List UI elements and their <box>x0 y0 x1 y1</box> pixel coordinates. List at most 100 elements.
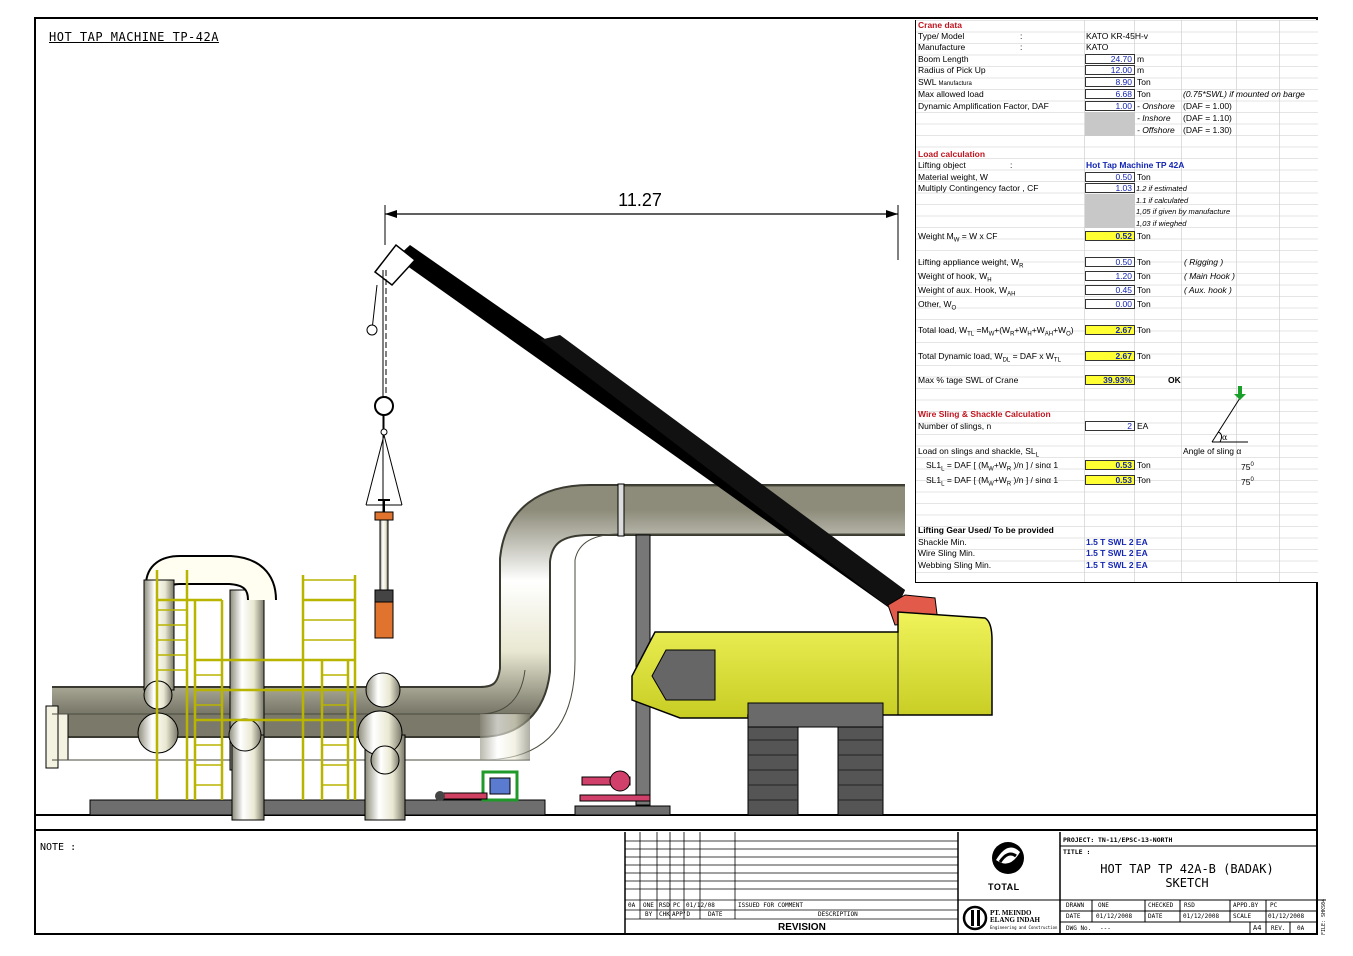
unit-ton: Ton <box>1137 351 1151 361</box>
sl2-eq3: )/n ] / sin <box>1011 475 1047 485</box>
wr-sub: R <box>1019 263 1024 270</box>
swl-label: SWL Manufactura <box>918 77 972 90</box>
daf-shaded-cell <box>1085 112 1135 136</box>
sling-angle-alpha: α <box>1222 433 1228 442</box>
sl1-sub: L <box>941 466 945 473</box>
unit-ea: EA <box>1137 421 1149 431</box>
sling-angle-sketch: α <box>1211 386 1248 443</box>
project-value: TN-11/EPSC-13-NORTH <box>1098 836 1173 844</box>
tl-eq9: +W <box>1053 325 1067 335</box>
wo-label: Other, WO <box>918 299 956 315</box>
skid-base <box>89 799 546 816</box>
total-load-label: Total load, WTL =MW+(WR+WH+WAH+WO) <box>918 325 1074 341</box>
cf-option-3: 1,05 if given by manufacture <box>1136 207 1231 216</box>
drawn-date: 01/12/2008 <box>1096 913 1133 920</box>
webbing-sling-value: 1.5 T SWL 2 EA <box>1086 560 1148 570</box>
wo-sub: O <box>951 305 957 312</box>
rev-row-date: 01/12/08 <box>686 902 715 909</box>
drawing-title: HOT TAP MACHINE TP-42A <box>49 30 219 44</box>
unit-ton: Ton <box>1137 460 1151 470</box>
unit-ton: Ton <box>1137 285 1151 295</box>
wr-note: ( Rigging ) <box>1184 257 1224 267</box>
cf-option-2: 1.1 if calculated <box>1136 196 1189 205</box>
deg-2: 0 <box>1250 477 1254 483</box>
dynamic-load-value: 2.67 <box>1085 351 1135 361</box>
title-label: TITLE : <box>1063 848 1091 856</box>
tdl-text: Total Dynamic load, W <box>918 351 1003 361</box>
tl-eq7: +W <box>1031 325 1045 335</box>
material-weight-value: 0.50 <box>1085 172 1135 182</box>
sl1-wr-sub: R <box>1006 466 1012 473</box>
cf-label: Multiply Contingency factor , CF <box>918 183 1039 193</box>
tl-eq11: ) <box>1070 325 1074 335</box>
sl2-text: SL1 <box>926 475 942 485</box>
radius-label: Radius of Pick Up <box>918 65 986 75</box>
project-label: PROJECT: <box>1063 836 1095 844</box>
rev-header-date: DATE <box>708 911 723 918</box>
rev-value: 0A <box>1297 925 1305 932</box>
daf-label: Dynamic Amplification Factor, DAF <box>918 101 1049 111</box>
sling-angle-label: Angle of sling α <box>1183 446 1241 457</box>
swl-text: SWL <box>918 77 937 87</box>
sl2-sub: L <box>941 481 945 488</box>
tdl-eq: = DAF x W <box>1010 351 1054 361</box>
unit-m: m <box>1137 65 1145 75</box>
mw-label: Weight MW = W x CF <box>918 231 997 247</box>
tl-eq3: +(W <box>994 325 1011 335</box>
sl1-eq4: α 1 <box>1046 460 1059 470</box>
tl-eq2: W <box>988 331 995 338</box>
wah-value: 0.45 <box>1085 285 1135 295</box>
unit-ton: Ton <box>1137 89 1151 99</box>
dynamic-load-label: Total Dynamic load, WDL = DAF x WTL <box>918 351 1061 367</box>
unit-m: m <box>1137 54 1145 64</box>
rev-row-chk: RSD <box>659 902 670 909</box>
contractor-sub: Engineering and Construction <box>990 925 1058 930</box>
colon: : <box>1020 31 1023 41</box>
hot-tap-machine <box>374 511 394 521</box>
alpha: α <box>1236 446 1242 456</box>
file-reference: FILE: SHKS04 <box>1321 898 1327 935</box>
cf-shaded-cell <box>1085 194 1135 228</box>
sl2-wr-sub: R <box>1006 481 1012 488</box>
swl-value: 8.90 <box>1085 77 1135 87</box>
sl1-text: SL1 <box>926 460 942 470</box>
tl-sub: TL <box>967 331 975 338</box>
sling-load-label: Load on slings and shackle, SLL <box>918 446 1039 462</box>
slings-count-value: 2 <box>1085 421 1135 431</box>
crane-manufacture-label: Manufacture <box>918 42 966 52</box>
tl-text: Total load, W <box>918 325 968 335</box>
sl1-eq2: +W <box>993 460 1007 470</box>
crane-body <box>631 611 993 719</box>
webbing-sling-label: Webbing Sling Min. <box>918 560 992 570</box>
cf-option-1: 1.2 if estimated <box>1136 184 1187 193</box>
crane-manufacture-value: KATO <box>1086 42 1109 52</box>
sheet-size: A4 <box>1253 924 1262 932</box>
unit-ton: Ton <box>1137 325 1151 335</box>
daf-inshore: - Inshore <box>1137 113 1171 123</box>
wah-label: Weight of aux. Hook, WAH <box>918 285 1015 301</box>
sl2-eq4: α 1 <box>1046 475 1059 485</box>
cf-value: 1.03 <box>1085 183 1135 193</box>
wo-value: 0.00 <box>1085 299 1135 309</box>
scaffolding <box>155 570 357 800</box>
sl1-mw-sub: W <box>988 466 994 473</box>
deg-1: 0 <box>1250 462 1254 468</box>
swl-sub: Manufactura <box>938 81 972 87</box>
revision-label: REVISION <box>778 922 826 933</box>
wah-note: ( Aux. hook ) <box>1184 285 1232 295</box>
sl1-eq3: )/n ] / sin <box>1011 460 1047 470</box>
radius-value: 12.00 <box>1085 65 1135 75</box>
note-label: NOTE : <box>40 842 77 853</box>
unit-ton: Ton <box>1137 299 1151 309</box>
checked-date: 01/12/2008 <box>1183 913 1220 920</box>
daf-inshore-value: (DAF = 1.10) <box>1183 113 1232 123</box>
wah-text: Weight of aux. Hook, W <box>918 285 1008 295</box>
wah-sub: AH <box>1007 291 1016 298</box>
sling-row-2-angle: 750 <box>1241 475 1254 488</box>
boom-length-value: 24.70 <box>1085 54 1135 64</box>
sl1-eq: = DAF [ (M <box>944 460 989 470</box>
wh-sub: H <box>987 277 992 284</box>
contractor-name: PT. MEINDO ELANG INDAH <box>990 909 1040 924</box>
max-load-value: 6.68 <box>1085 89 1135 99</box>
rev-label: REV. <box>1271 925 1286 932</box>
